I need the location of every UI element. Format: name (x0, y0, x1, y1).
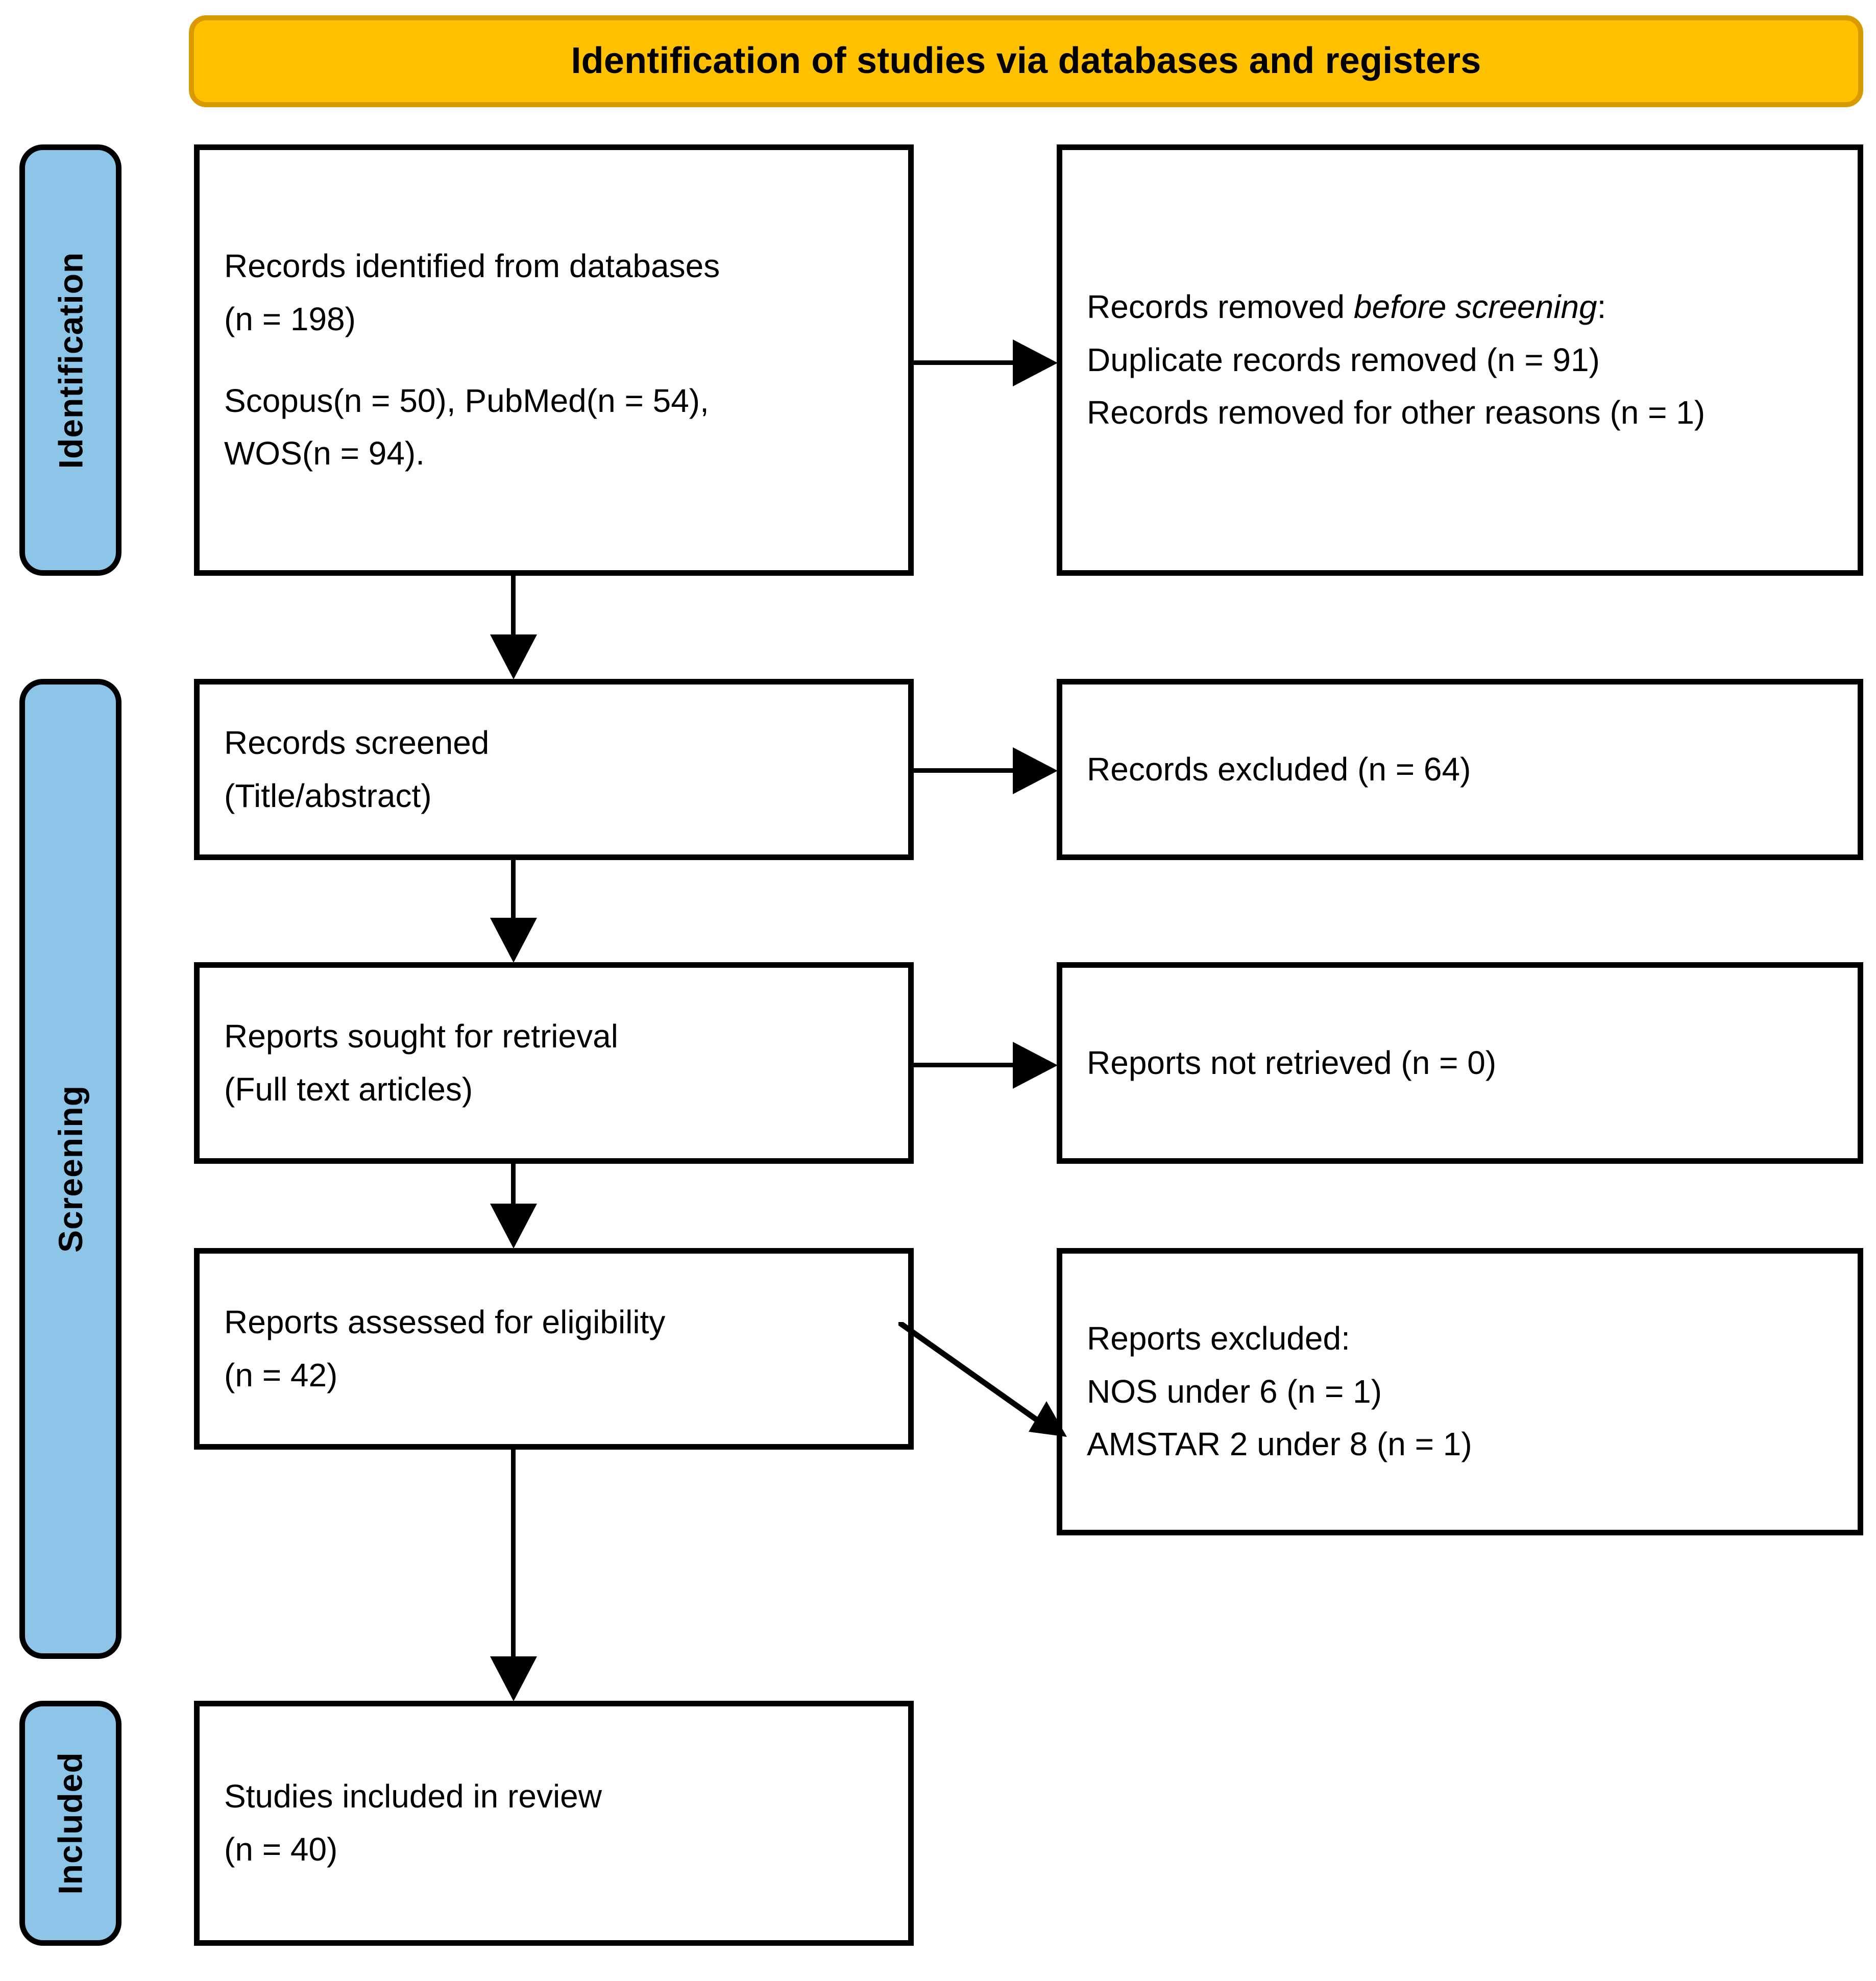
diagram-header-banner: Identification of studies via databases … (189, 15, 1863, 107)
connector-screened-to-excluded-line (914, 768, 1034, 773)
records-removed-heading: Records removed before screening: (1087, 281, 1833, 334)
records-identified-sources-2: WOS(n = 94). (224, 435, 425, 472)
reports-excluded-nos: NOS under 6 (n = 1) (1087, 1373, 1382, 1410)
box-reports-sought: Reports sought for retrieval (Full text … (194, 962, 914, 1164)
records-identified-sources-1: Scopus(n = 50), PubMed(n = 54), (224, 382, 709, 419)
connector-identified-to-screened-line (511, 576, 516, 642)
box-reports-assessed: Reports assessed for eligibility (n = 42… (194, 1248, 914, 1450)
connector-eligibility-to-included-line (511, 1450, 516, 1656)
box-records-screened: Records screened (Title/abstract) (194, 679, 914, 860)
records-removed-heading-post: : (1597, 288, 1606, 325)
reports-assessed-count: (n = 42) (224, 1356, 338, 1393)
records-screened-sublabel: (Title/abstract) (224, 777, 432, 814)
connector-screened-to-sought-line (511, 860, 516, 924)
phase-tab-identification: Identification (19, 144, 121, 576)
phase-label-identification: Identification (52, 252, 90, 469)
records-identified-spacer (224, 346, 884, 375)
records-excluded-label: Records excluded (n = 64) (1087, 750, 1471, 788)
box-reports-excluded: Reports excluded: NOS under 6 (n = 1) AM… (1057, 1248, 1863, 1535)
arrow-down-icon-identified-to-screened (490, 634, 537, 679)
arrow-down-icon-screened-to-sought (490, 918, 537, 963)
records-identified-count: (n = 198) (224, 300, 356, 337)
reports-sought-sublabel: (Full text articles) (224, 1070, 473, 1108)
arrow-right-icon-identified-to-removed (1013, 339, 1058, 386)
box-records-excluded: Records excluded (n = 64) (1057, 679, 1863, 860)
phase-tab-included: Included (19, 1701, 121, 1946)
connector-identified-to-removed-line (914, 360, 1034, 365)
records-screened-label: Records screened (224, 724, 490, 761)
reports-excluded-amstar: AMSTAR 2 under 8 (n = 1) (1087, 1426, 1472, 1463)
studies-included-label: Studies included in review (224, 1778, 602, 1815)
arrow-down-icon-eligibility-to-included (490, 1656, 537, 1701)
connector-sought-to-not-retrieved-line (914, 1063, 1034, 1067)
diagram-title: Identification of studies via databases … (571, 40, 1481, 82)
phase-label-screening: Screening (52, 1085, 90, 1253)
reports-sought-label: Reports sought for retrieval (224, 1017, 618, 1055)
duplicate-records-removed: Duplicate records removed (n = 91) (1087, 341, 1600, 378)
box-studies-included: Studies included in review (n = 40) (194, 1701, 914, 1946)
records-removed-other-reasons: Records removed for other reasons (n = 1… (1087, 394, 1706, 431)
connector-sought-to-eligibility-line (511, 1164, 516, 1230)
box-records-identified: Records identified from databases (n = 1… (194, 144, 914, 576)
records-identified-label: Records identified from databases (224, 248, 720, 285)
phase-tab-screening: Screening (19, 679, 121, 1659)
records-removed-heading-pre: Records removed (1087, 288, 1354, 325)
studies-included-count: (n = 40) (224, 1831, 338, 1868)
connector-eligibility-to-reports-excluded (898, 1322, 1067, 1437)
records-removed-heading-emphasis: before screening (1353, 288, 1597, 325)
box-records-removed: Records removed before screening: Duplic… (1057, 144, 1863, 576)
reports-excluded-heading: Reports excluded: (1087, 1319, 1350, 1357)
arrow-down-icon-sought-to-eligibility (490, 1204, 537, 1249)
phase-label-included: Included (52, 1752, 90, 1895)
reports-not-retrieved-label: Reports not retrieved (n = 0) (1087, 1044, 1497, 1081)
reports-assessed-label: Reports assessed for eligibility (224, 1303, 666, 1340)
box-reports-not-retrieved: Reports not retrieved (n = 0) (1057, 962, 1863, 1164)
arrow-right-icon-screened-to-excluded (1013, 747, 1058, 794)
arrow-right-icon-sought-to-not-retrieved (1013, 1042, 1058, 1089)
